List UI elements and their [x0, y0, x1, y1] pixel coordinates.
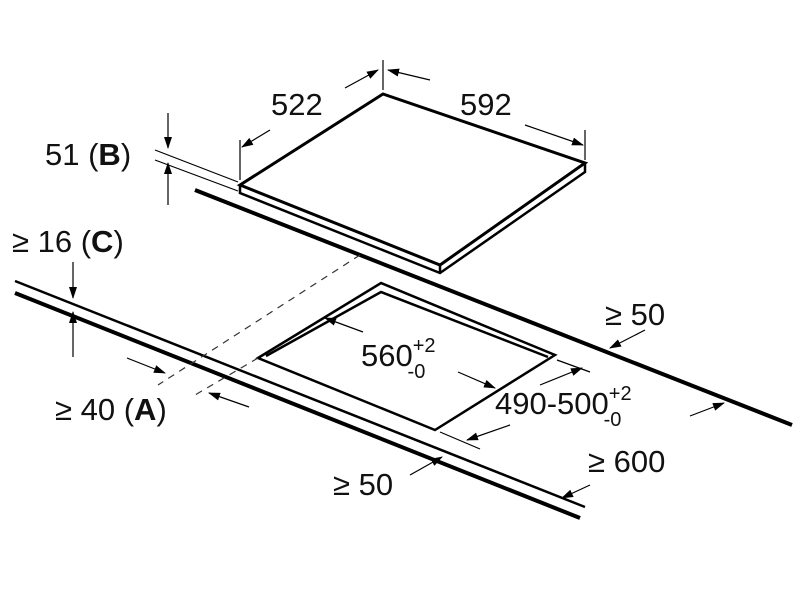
cutout-outline: [255, 281, 558, 432]
cutout-width-label: 560+2-0: [361, 335, 436, 383]
worktop-thickness-label: ≥ 16 (C): [12, 224, 124, 259]
cutout-inner-edge: [265, 290, 549, 359]
hob-height-label: 51 (B): [45, 137, 131, 172]
worktop-front-top-edge: [14, 279, 586, 509]
cutout: [255, 281, 558, 432]
dimension-lines: [69, 60, 725, 499]
worktop: [14, 188, 793, 520]
hob-depth-label: 522: [271, 87, 323, 122]
rear-clearance-label: ≥ 50: [605, 297, 665, 332]
projection-line: [157, 254, 361, 386]
worktop-front-bottom-edge: [14, 291, 581, 520]
hob: [236, 92, 589, 275]
front-distance-label: ≥ 40 (A): [55, 392, 167, 427]
side-clearance-label: ≥ 50: [333, 467, 393, 502]
hob-width-label: 592: [460, 87, 512, 122]
cutout-depth-label: 490-500+2-0: [495, 383, 632, 431]
worktop-rear-edge: [194, 188, 793, 427]
wall-distance-label: ≥ 600: [588, 444, 665, 479]
